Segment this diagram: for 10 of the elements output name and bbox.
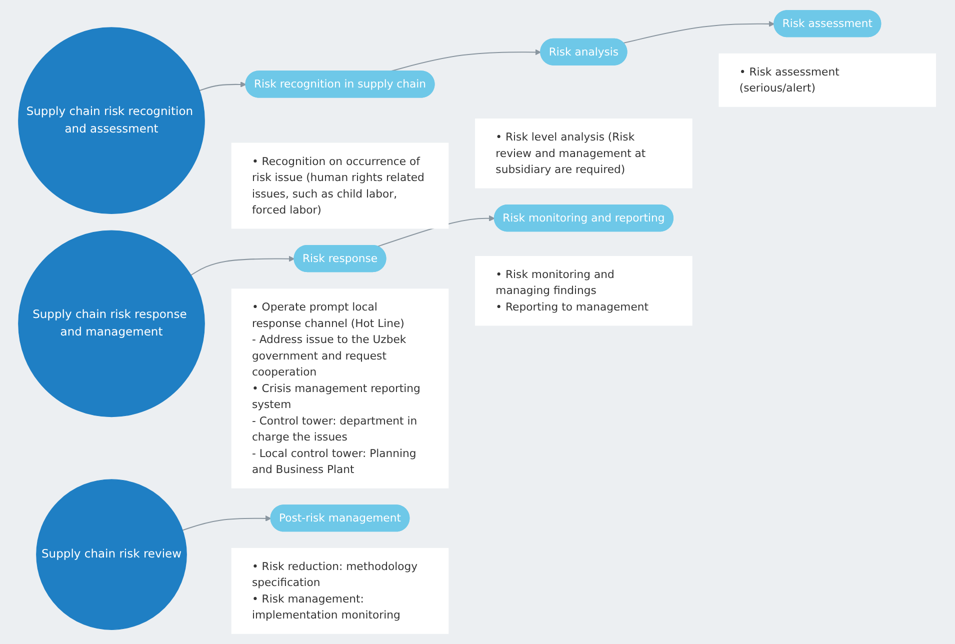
arrow (182, 515, 272, 531)
node-circle: Supply chain risk review (36, 479, 188, 630)
node-circle: Supply chain risk response and management (18, 230, 206, 418)
node-circle: Supply chain risk recognition and assessment (18, 27, 206, 214)
arrow (624, 20, 776, 44)
node-box: • Recognition on occurrence of risk issue (human rights related issues, such as child labor, forced labor) (232, 142, 450, 229)
arrow (191, 256, 296, 276)
arrow (200, 82, 247, 92)
arrow (378, 215, 496, 247)
arrow (390, 49, 542, 72)
